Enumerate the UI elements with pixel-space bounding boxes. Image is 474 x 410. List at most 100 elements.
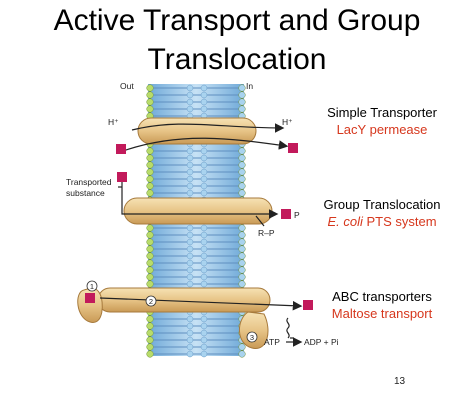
step-3-label: 3 [250, 333, 254, 342]
lipid-head [238, 252, 246, 260]
step-2-circle [145, 295, 157, 307]
group-translocation-label: Group Translocation [323, 197, 441, 212]
lipid-head [200, 147, 208, 155]
transported-substance-label-2: substance [66, 188, 105, 198]
lipid-head [146, 168, 154, 176]
simple-transporter-example: LacY permease [336, 122, 428, 137]
step-3-circle [246, 331, 258, 343]
lipid-head [200, 252, 208, 260]
lipid-head [146, 84, 154, 92]
lipid-head [146, 273, 154, 281]
lipid-head [200, 175, 208, 183]
abc-transporters-example: Maltose transport [331, 306, 433, 321]
lipid-head [186, 231, 194, 239]
lipid-head [146, 161, 154, 169]
lipid-head [186, 168, 194, 176]
lipid-head [200, 273, 208, 281]
lipid-head [200, 182, 208, 190]
lipid-head [238, 105, 246, 113]
lipid-head [186, 98, 194, 106]
lipid-head [146, 322, 154, 330]
lipid-head [146, 315, 154, 323]
abc-transport-arrows [99, 297, 303, 347]
lipid-head [186, 105, 194, 113]
lipid-head [186, 329, 194, 337]
lipid-head [238, 91, 246, 99]
out-label: Out [120, 81, 134, 91]
lipid-head [186, 336, 194, 344]
slide-title-line2: Translocation [147, 43, 327, 76]
lipid-head [186, 224, 194, 232]
slide-title-line1: Active Transport and Group [53, 4, 421, 37]
lipid-head [186, 315, 194, 323]
lipid-head [186, 91, 194, 99]
lipid-head [186, 350, 194, 358]
lipid-head [238, 343, 246, 351]
step-2-label: 2 [149, 297, 153, 306]
lipid-head [200, 280, 208, 288]
lipid-head [238, 98, 246, 106]
lipid-head [146, 238, 154, 246]
lipid-head [186, 266, 194, 274]
lipid-head [186, 273, 194, 281]
lipid-head [238, 161, 246, 169]
lipid-head [146, 231, 154, 239]
lipid-head [146, 245, 154, 253]
simple-transporter-label: Simple Transporter [327, 105, 437, 120]
lipid-head [146, 91, 154, 99]
lipid-head [146, 224, 154, 232]
lipid-head [200, 315, 208, 323]
lipid-head [146, 259, 154, 267]
lipid-head [146, 98, 154, 106]
lipid-head [146, 175, 154, 183]
lipid-head [146, 266, 154, 274]
lipid-head [186, 343, 194, 351]
lipid-head [200, 336, 208, 344]
lipid-head [238, 238, 246, 246]
transported-substance-square [117, 172, 127, 182]
h-plus-out-label: H⁺ [108, 117, 119, 127]
lipid-head [238, 175, 246, 183]
lipid-head [200, 329, 208, 337]
lipid-head [186, 84, 194, 92]
lipid-head [200, 266, 208, 274]
lipid-head [200, 161, 208, 169]
maltose-in-square [303, 300, 313, 310]
lipid-head [200, 105, 208, 113]
lipid-head [200, 98, 208, 106]
lipid-head [186, 161, 194, 169]
lipid-head [186, 182, 194, 190]
lipid-head [186, 280, 194, 288]
lipid-head [186, 175, 194, 183]
page-number: 13 [394, 376, 406, 387]
lipid-head [238, 84, 246, 92]
lipid-head [186, 147, 194, 155]
lipid-head [146, 105, 154, 113]
h-plus-in-label: H⁺ [282, 117, 293, 127]
group-translocation-arrows [118, 176, 279, 227]
lipid-head [238, 231, 246, 239]
lipid-head [186, 238, 194, 246]
lipid-head [146, 280, 154, 288]
in-label: In [246, 81, 253, 91]
lipid-head [146, 329, 154, 337]
lipid-head [238, 168, 246, 176]
group-translocation-example: E. coli PTS system [312, 214, 452, 230]
lipid-head [146, 182, 154, 190]
lipid-head [238, 154, 246, 162]
lipid-head [200, 245, 208, 253]
lipid-head [200, 154, 208, 162]
lipid-head [146, 147, 154, 155]
step-1-label: 1 [90, 282, 94, 291]
adp-label: ADP + Pi [304, 337, 339, 347]
lipid-head [200, 322, 208, 330]
lipid-head [238, 273, 246, 281]
ecoli-text: E. coli [327, 214, 363, 229]
lipid-head [200, 350, 208, 358]
lipid-head [146, 252, 154, 260]
lipid-head [238, 245, 246, 253]
lipid-head [200, 259, 208, 267]
substance-out-square [116, 144, 126, 154]
